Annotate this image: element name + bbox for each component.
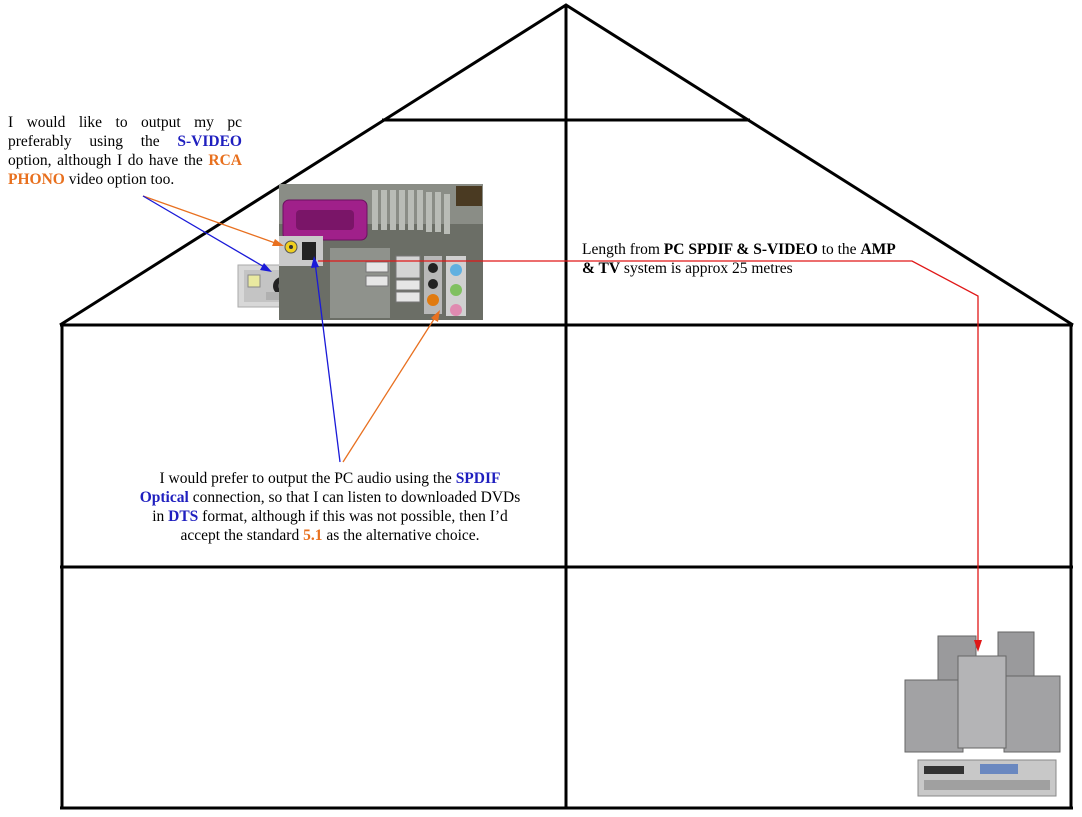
rca-phono-label: RCA PHONO bbox=[8, 152, 242, 188]
note-left-text-3: video option too. bbox=[64, 171, 175, 188]
note-bottom-text-3: format, although if this was not possibl… bbox=[180, 508, 508, 544]
note-video-output: I would like to output my pc preferably … bbox=[8, 113, 242, 189]
dts-label: DTS bbox=[168, 508, 199, 525]
note-right-text-3: system is approx 25 metres bbox=[620, 260, 793, 277]
pc-spdif-svideo-label: PC SPDIF & S-VIDEO bbox=[663, 241, 818, 258]
arrows bbox=[142, 195, 982, 652]
note-left-text-2: option, although I do have the bbox=[8, 152, 209, 169]
amp-tv-label: AMP & TV bbox=[582, 241, 895, 277]
svideo-label: S-VIDEO bbox=[177, 133, 242, 150]
note-audio-output: I would prefer to output the PC audio us… bbox=[136, 469, 524, 545]
note-bottom-text-2: connection, so that I can listen to down… bbox=[152, 489, 521, 525]
orange-arrow-51 bbox=[342, 310, 440, 463]
note-right-text-1: Length from bbox=[582, 241, 664, 258]
orange-arrow-rca bbox=[142, 195, 284, 246]
note-left-text-1: I would like to output my pc preferably … bbox=[8, 114, 242, 150]
note-bottom-text-4: as the alternative choice. bbox=[322, 527, 480, 544]
home-theater-image bbox=[904, 631, 1061, 797]
note-right-text-2: to the bbox=[817, 241, 861, 258]
note-cable-length: Length from PC SPDIF & S-VIDEO to the AM… bbox=[582, 240, 902, 278]
blue-arrow-svideo bbox=[142, 195, 272, 272]
five-one-label: 5.1 bbox=[303, 527, 323, 544]
red-arrow-cable-run bbox=[318, 260, 982, 652]
house-outline bbox=[59, 3, 1074, 810]
pc-rear-panel-image bbox=[279, 184, 483, 320]
blue-arrow-spdif bbox=[311, 256, 341, 463]
note-bottom-text-1: I would prefer to output the PC audio us… bbox=[159, 470, 456, 487]
spdif-optical-label: SPDIF Optical bbox=[139, 470, 501, 506]
